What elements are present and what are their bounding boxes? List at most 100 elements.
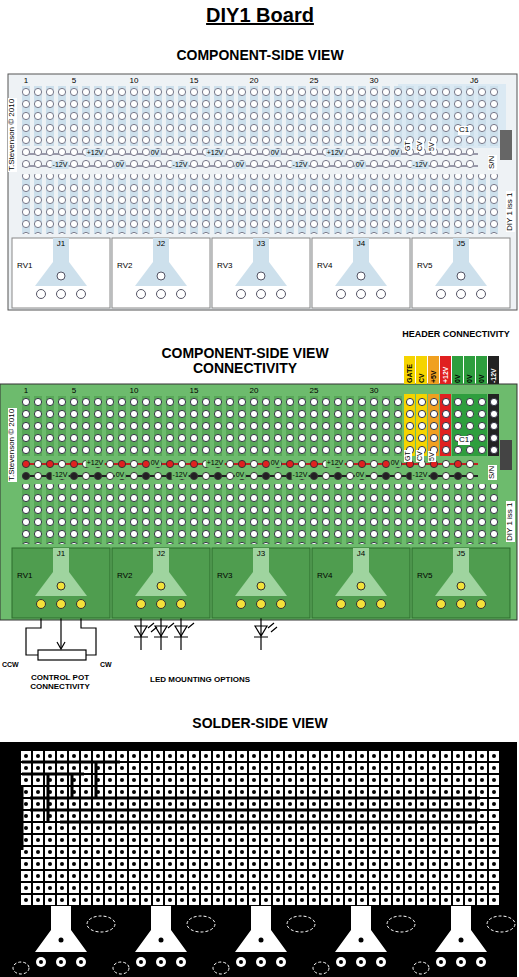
pot-footprint xyxy=(435,906,487,952)
pot-footprint xyxy=(157,272,165,280)
pot-footprint xyxy=(436,957,446,967)
pot-footprint xyxy=(35,906,87,952)
column-number: 1 xyxy=(24,387,28,396)
legend-text: 0V xyxy=(465,374,474,383)
pot-footprint xyxy=(236,957,246,967)
legend-text: 0V xyxy=(477,374,486,383)
jack-ref: J3 xyxy=(256,550,266,559)
rail-label: 0V xyxy=(150,149,161,157)
pot-footprint xyxy=(437,290,446,299)
pot-footprint xyxy=(137,290,146,299)
pot-footprint xyxy=(77,290,86,299)
pot-footprint xyxy=(437,600,446,609)
pot-footprint xyxy=(79,960,83,964)
rail-label: 0V xyxy=(270,459,281,467)
pot-footprint xyxy=(57,290,66,299)
rail-label: -12V xyxy=(52,161,69,169)
serial-label: S/N xyxy=(488,155,497,170)
pot-footprint xyxy=(156,957,166,967)
rail-label: 0V xyxy=(235,161,246,169)
legend-swatch: +5V xyxy=(428,356,439,384)
component-ref: C1 xyxy=(458,436,470,445)
pot-footprint xyxy=(237,600,246,609)
pot-footprint xyxy=(287,916,315,932)
pot-footprint xyxy=(13,962,29,974)
pot-footprint xyxy=(387,916,415,932)
rail-label: -12V xyxy=(52,471,69,479)
pot-ref: RV4 xyxy=(317,572,332,581)
rail-label: +12V xyxy=(86,459,105,467)
pot-footprint xyxy=(212,238,310,308)
header-ref: J6 xyxy=(470,77,478,86)
pot-footprint xyxy=(257,272,265,280)
pot-ref: RV3 xyxy=(217,572,232,581)
pot-footprint xyxy=(157,582,165,590)
legend-text: GATE xyxy=(405,364,414,383)
pot-footprint xyxy=(213,962,229,974)
pot-footprint xyxy=(12,548,110,618)
header-pin-label: 5V xyxy=(428,141,436,152)
rail-label: +12V xyxy=(206,459,225,467)
column-number: 25 xyxy=(310,77,319,86)
pot-footprint xyxy=(256,957,266,967)
pot-footprint xyxy=(456,957,466,967)
pot-footprint xyxy=(376,957,386,967)
column-number: 5 xyxy=(72,77,76,86)
pot-footprint xyxy=(157,600,166,609)
pot-footprint xyxy=(279,960,283,964)
pot-footprint xyxy=(459,960,463,964)
pot-footprint xyxy=(277,600,286,609)
legend-text: -12V xyxy=(489,368,498,383)
title: DIY1 Board xyxy=(206,4,314,26)
jack-ref: J2 xyxy=(156,550,166,559)
legend-text: 0V xyxy=(453,374,462,383)
pot-footprint xyxy=(377,600,386,609)
pot-footprint xyxy=(435,238,487,286)
jack-ref: J4 xyxy=(356,240,366,249)
pot-footprint xyxy=(357,290,366,299)
rail-label: +12V xyxy=(326,459,345,467)
rail-label: -12V xyxy=(412,471,429,479)
pot-footprint xyxy=(337,290,346,299)
pot-footprint xyxy=(235,238,287,286)
jack-ref: J4 xyxy=(356,550,366,559)
pot-ref: RV5 xyxy=(417,262,432,271)
column-number: 15 xyxy=(190,387,199,396)
pot-footprint xyxy=(276,957,286,967)
header-pin-label: GT xyxy=(404,450,412,462)
column-number: 30 xyxy=(370,77,379,86)
header-pin-label: CV xyxy=(416,140,424,152)
pot-ref: RV2 xyxy=(117,262,132,271)
component-ref: C1 xyxy=(458,126,470,135)
pot-footprint xyxy=(335,548,387,596)
pot-footprint xyxy=(37,290,46,299)
pot-footprint xyxy=(359,938,364,943)
column-number: 1 xyxy=(24,77,28,86)
pot-footprint xyxy=(377,290,386,299)
column-number: 10 xyxy=(130,387,139,396)
pot-footprint xyxy=(59,938,64,943)
pot-footprint xyxy=(56,957,66,967)
pot-ref: RV4 xyxy=(317,262,332,271)
header-pin-label: 5V xyxy=(428,451,436,462)
pot-ref: RV3 xyxy=(217,262,232,271)
pot-footprint xyxy=(176,957,186,967)
pot-footprint xyxy=(179,960,183,964)
rail-label: +12V xyxy=(86,149,105,157)
pot-end-label: CCW xyxy=(2,661,19,669)
legend-text: CV xyxy=(417,373,426,383)
legend-text: +12V xyxy=(441,366,450,383)
pot-footprint xyxy=(135,906,187,952)
pot-footprint xyxy=(257,290,266,299)
copyright-note: T.Stevenson © 2010 xyxy=(8,408,17,482)
legend-swatch: 0V xyxy=(452,356,463,384)
pot-footprint xyxy=(487,916,515,932)
pot-footprint xyxy=(112,548,210,618)
pot-ref: RV1 xyxy=(17,572,32,581)
pot-footprint xyxy=(312,548,410,618)
pot-footprint xyxy=(59,960,63,964)
pot-footprint xyxy=(457,582,465,590)
pot-footprint xyxy=(412,238,510,308)
rail-label: +12V xyxy=(326,149,345,157)
pot-footprint xyxy=(87,916,115,932)
